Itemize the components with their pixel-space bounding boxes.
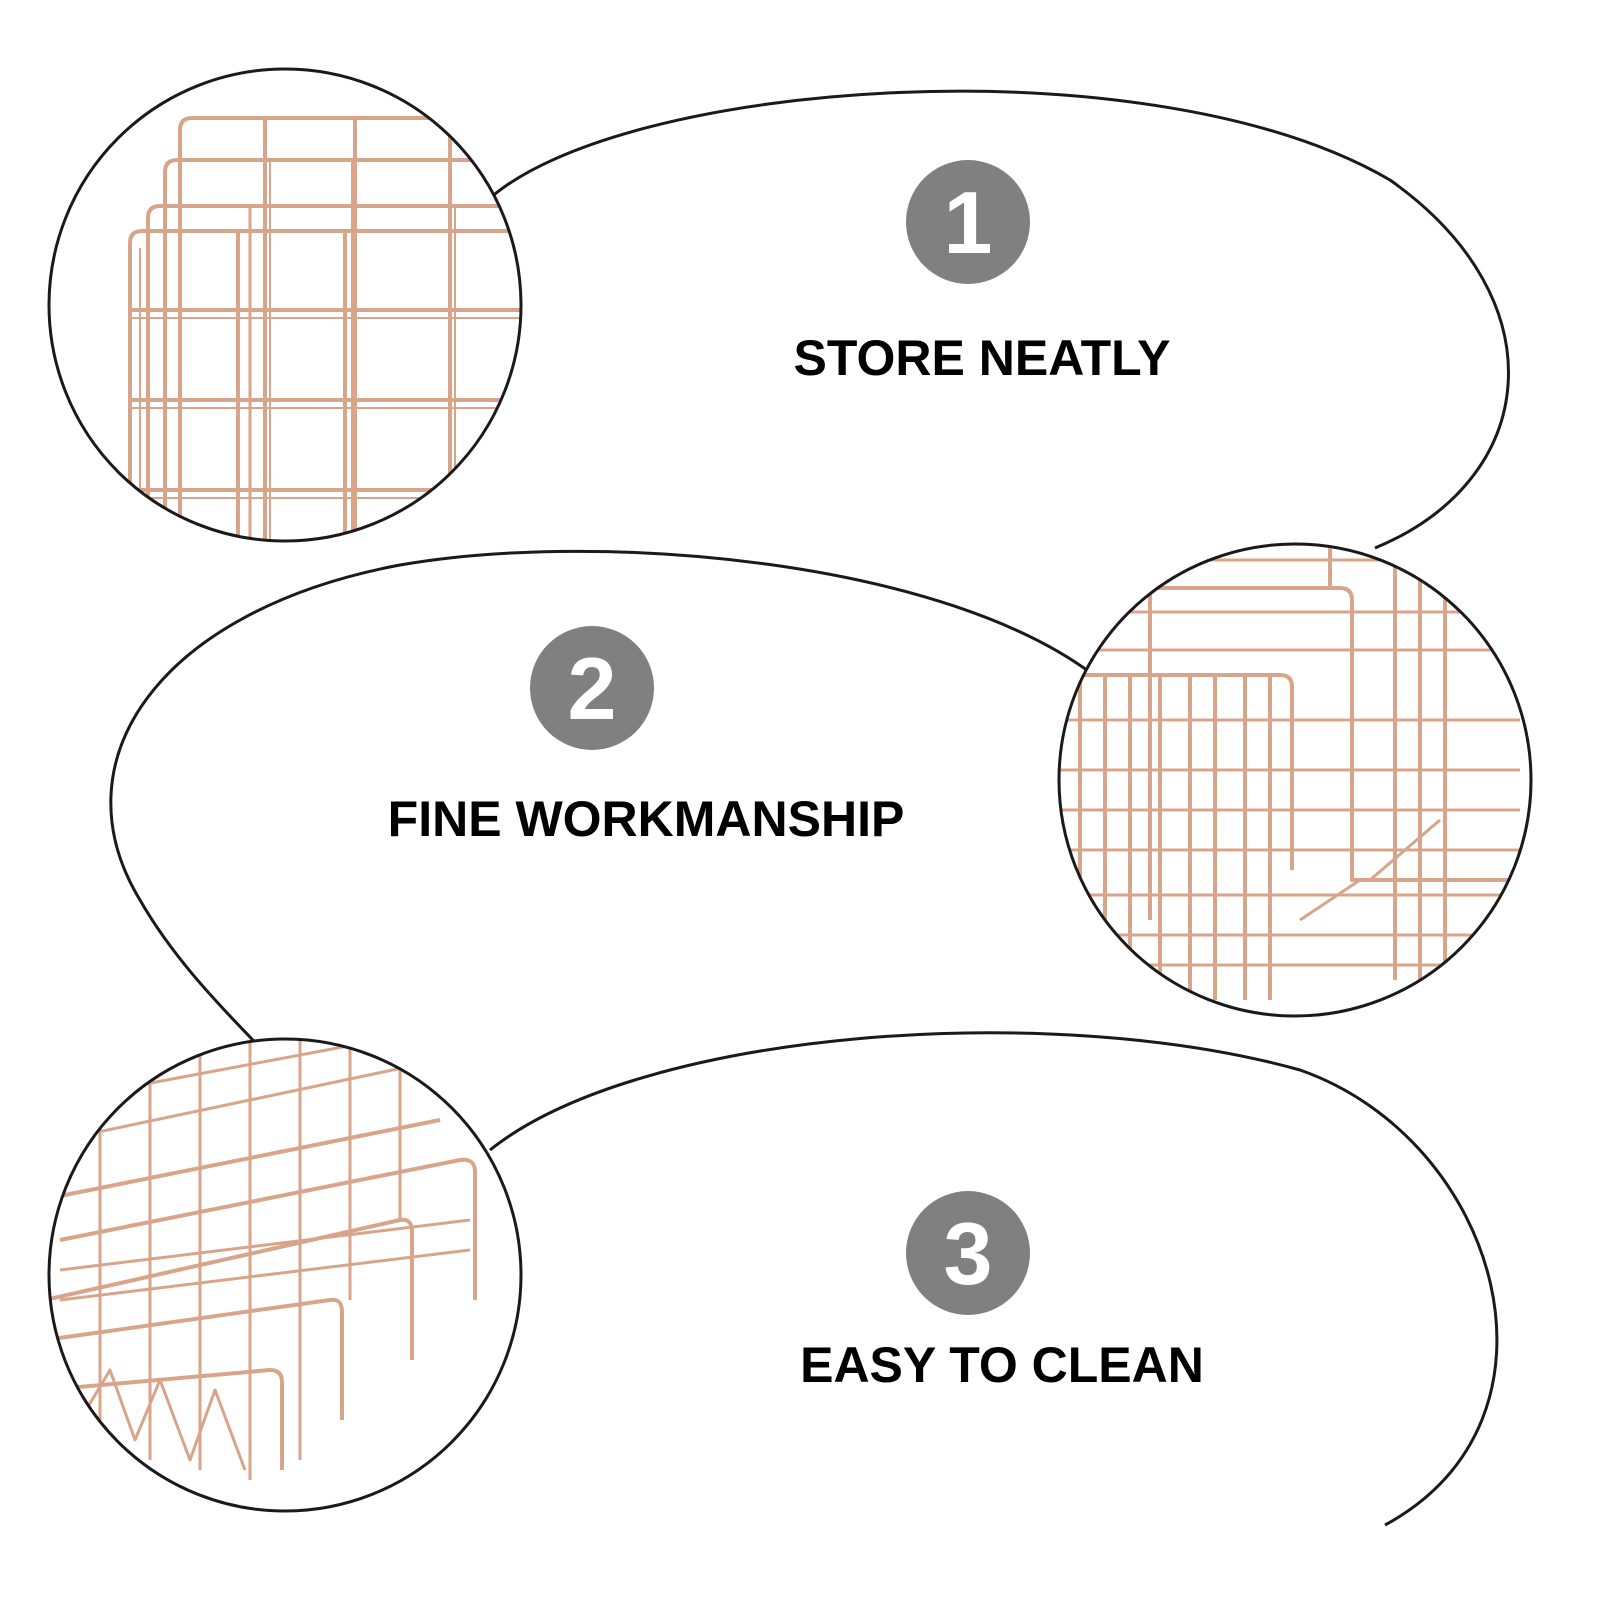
feature-label-1: STORE NEATLY — [794, 330, 1171, 386]
outline-curve-1 — [486, 89, 1510, 550]
product-image-circle-1 — [47, 67, 523, 543]
outline-curve-2 — [109, 549, 1101, 1051]
feature-2: 2 FINE WORKMANSHIP — [388, 626, 905, 847]
number-badge-2 — [530, 626, 654, 750]
badge-number-2: 2 — [568, 639, 617, 738]
outline-curve-3 — [489, 1031, 1499, 1527]
feature-1: 1 STORE NEATLY — [794, 160, 1171, 386]
number-badge-1 — [906, 160, 1030, 284]
product-image-circle-2 — [1057, 542, 1533, 1018]
product-image-circle-3 — [47, 1037, 523, 1513]
feature-3: 3 EASY TO CLEAN — [800, 1191, 1204, 1393]
number-badge-3 — [906, 1191, 1030, 1315]
feature-label-2: FINE WORKMANSHIP — [388, 791, 905, 847]
badge-number-1: 1 — [944, 173, 993, 272]
badge-number-3: 3 — [944, 1204, 993, 1303]
feature-label-3: EASY TO CLEAN — [800, 1337, 1204, 1393]
